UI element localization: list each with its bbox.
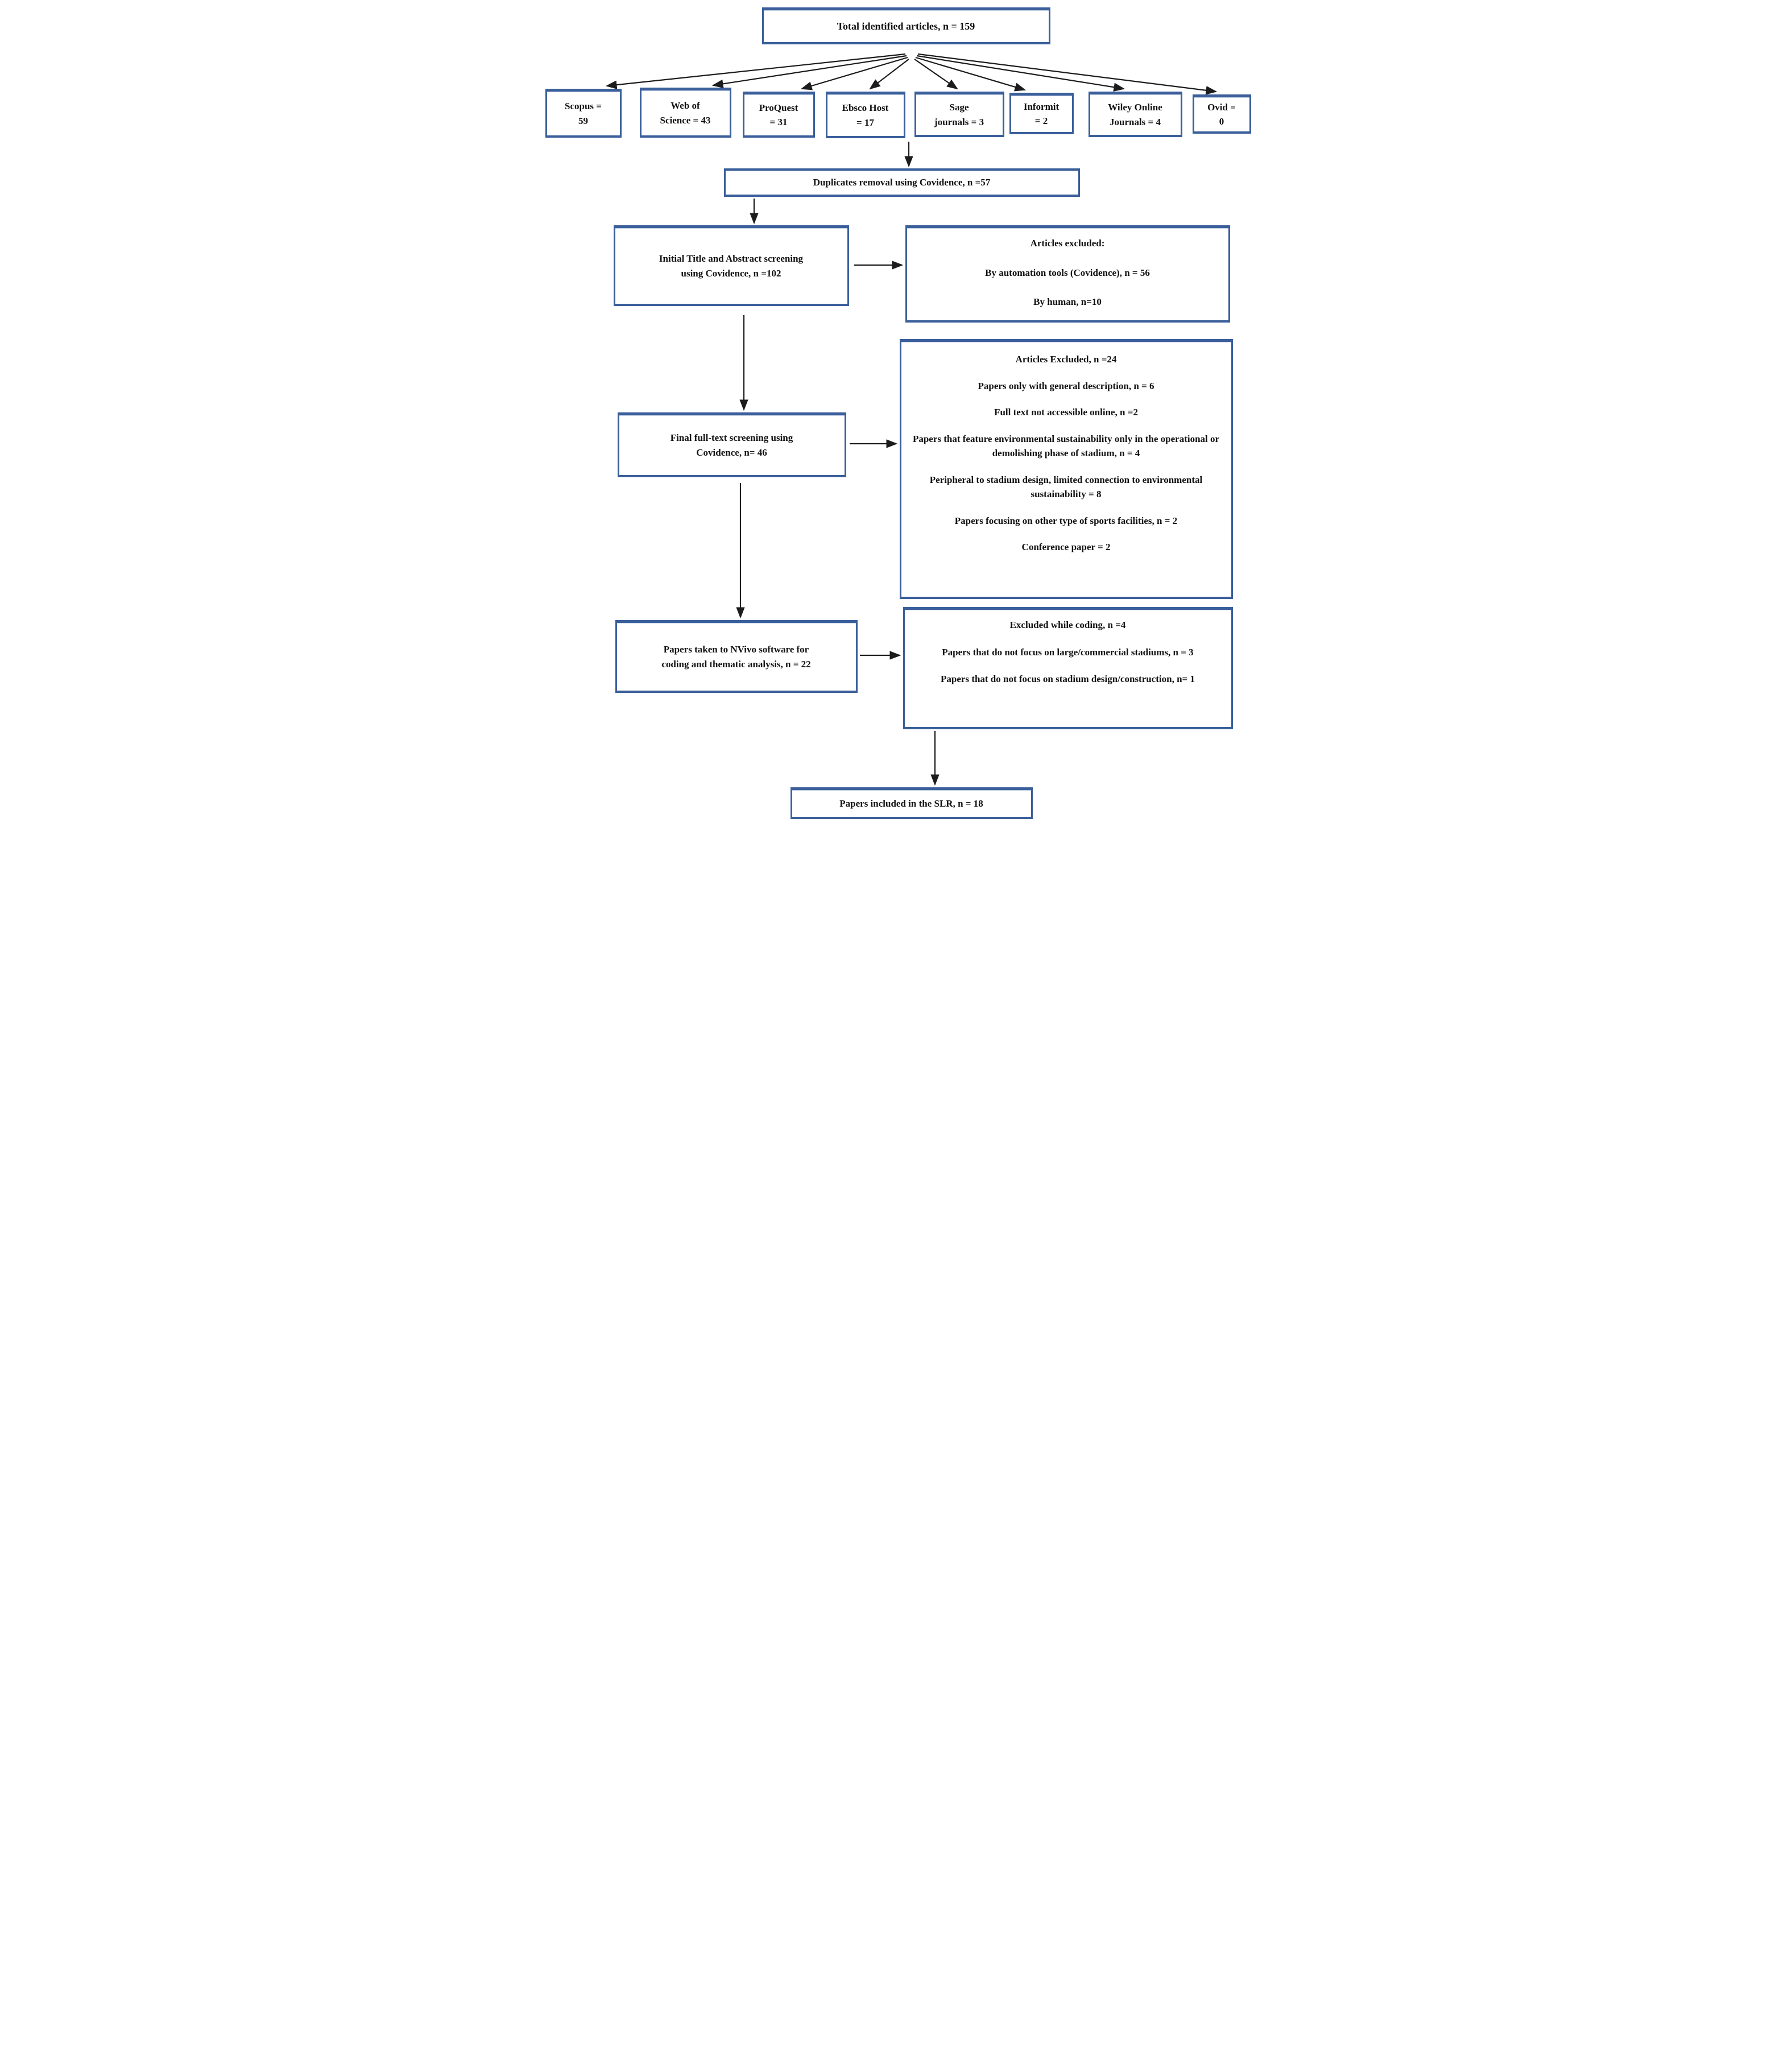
arrow-total-to-wos — [711, 55, 907, 88]
source-box-sage-journals: Sage journals = 3 — [914, 92, 1004, 137]
prisma-flow-diagram: Total identified articles, n = 159 Scopu… — [537, 0, 1255, 821]
reason-not-accessible: Full text not accessible online, n =2 — [994, 407, 1138, 418]
source-box-ebsco-host: Ebsco Host = 17 — [825, 92, 905, 138]
reason-operational-phase: Papers that feature environmental sustai… — [912, 433, 1220, 459]
reason-general-description: Papers only with general description, n … — [978, 380, 1154, 391]
total-identified-box: Total identified articles, n = 159 — [762, 7, 1050, 44]
arrow-total-to-scopus — [605, 53, 905, 89]
reason-not-large-stadiums: Papers that do not focus on large/commer… — [942, 646, 1194, 658]
source-box-wiley-online: Wiley Online Journals = 4 — [1088, 92, 1182, 137]
reason-conference-paper: Conference paper = 2 — [1021, 542, 1111, 552]
arrow-total-to-ebsco — [868, 59, 909, 90]
arrow-total-to-ovid — [917, 53, 1217, 95]
fulltext-excluded-heading: Articles Excluded, n =24 — [1015, 354, 1117, 365]
arrow-total-to-sage — [913, 59, 958, 90]
excluded-heading: Articles excluded: — [1030, 238, 1105, 249]
articles-excluded-box: Articles excluded: By automation tools (… — [905, 225, 1230, 323]
excluded-by-automation: By automation tools (Covidence), n = 56 — [985, 267, 1150, 278]
coding-excluded-box: Excluded while coding, n =4 Papers that … — [903, 607, 1233, 729]
coding-excluded-heading: Excluded while coding, n =4 — [1009, 619, 1126, 630]
final-screening-box: Final full-text screening using Covidenc… — [617, 412, 846, 477]
arrow-total-to-proquest — [800, 56, 908, 90]
arrow-total-to-informit — [915, 56, 1026, 92]
reason-other-facilities: Papers focusing on other type of sports … — [954, 515, 1178, 526]
source-box-informit: Informit = 2 — [1009, 93, 1074, 134]
excluded-by-human: By human, n=10 — [1033, 296, 1102, 307]
source-box-scopus: Scopus = 59 — [545, 89, 622, 138]
papers-included-box: Papers included in the SLR, n = 18 — [790, 787, 1033, 819]
source-box-proquest: ProQuest = 31 — [742, 92, 815, 138]
reason-not-stadium-design: Papers that do not focus on stadium desi… — [940, 674, 1195, 684]
arrow-total-to-wiley — [916, 55, 1125, 92]
source-box-ovid: Ovid = 0 — [1192, 94, 1251, 134]
reason-peripheral: Peripheral to stadium design, limited co… — [929, 474, 1203, 500]
nvivo-coding-box: Papers taken to NVivo software for codin… — [615, 620, 858, 693]
fulltext-excluded-box: Articles Excluded, n =24 Papers only wit… — [899, 339, 1233, 599]
source-box-web-of-science: Web of Science = 43 — [639, 88, 731, 138]
initial-screening-box: Initial Title and Abstract screening usi… — [613, 225, 849, 306]
duplicates-removal-box: Duplicates removal using Covidence, n =5… — [723, 168, 1080, 197]
